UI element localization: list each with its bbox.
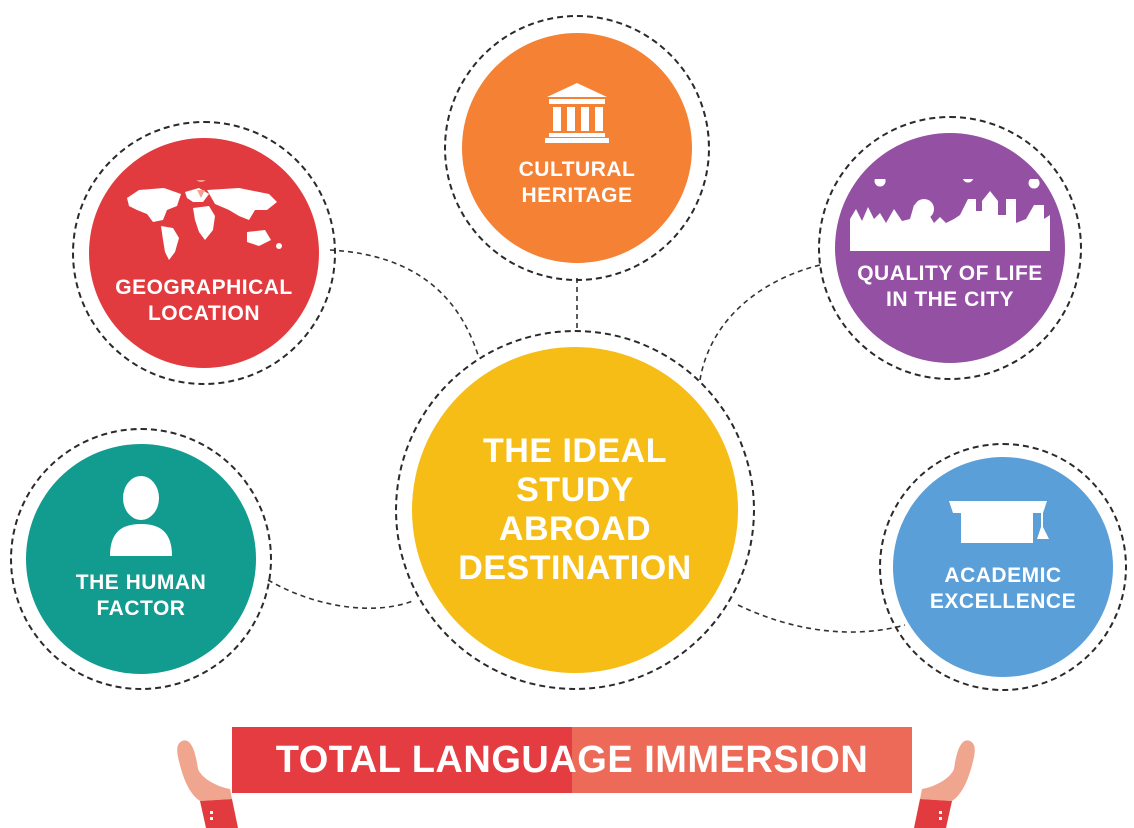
node-geographical-location: GEOGRAPHICAL LOCATION <box>89 138 319 368</box>
connector-human <box>267 579 416 609</box>
node-center: THE IDEAL STUDY ABROAD DESTINATION <box>412 347 738 673</box>
world-map-icon <box>119 180 289 265</box>
right-hand-skin <box>920 740 975 801</box>
city-skyline-icon <box>850 179 1050 251</box>
geographical-label: GEOGRAPHICAL LOCATION <box>115 276 293 326</box>
banner-text: TOTAL LANGUAGE IMMERSION <box>275 738 869 781</box>
person-icon <box>106 474 176 556</box>
museum-icon <box>545 83 609 143</box>
connector-academic <box>737 604 906 633</box>
node-cultural-heritage: CULTURAL HERITAGE <box>462 33 692 263</box>
left-hand-sleeve <box>200 799 238 828</box>
academic-label: ACADEMIC EXCELLENCE <box>929 564 1077 614</box>
node-quality-of-life: QUALITY OF LIFE IN THE CITY <box>835 133 1065 363</box>
left-hand-icon <box>177 740 238 828</box>
cultural-label: CULTURAL HERITAGE <box>518 158 636 208</box>
right-hand-sleeve <box>914 799 952 828</box>
quality-label: QUALITY OF LIFE IN THE CITY <box>857 262 1043 312</box>
graduation-cap-icon <box>943 491 1063 547</box>
node-academic-excellence: ACADEMIC EXCELLENCE <box>893 457 1113 677</box>
node-human-factor: THE HUMAN FACTOR <box>26 444 256 674</box>
left-hand-skin <box>177 740 232 801</box>
banner-right-panel <box>572 727 912 793</box>
human-label: THE HUMAN FACTOR <box>75 571 207 621</box>
connector-quality <box>699 264 821 381</box>
banner: TOTAL LANGUAGE IMMERSION <box>232 727 912 793</box>
connector-geographical <box>329 249 479 356</box>
right-hand-icon <box>914 740 975 828</box>
center-label: THE IDEAL STUDY ABROAD DESTINATION <box>458 431 692 588</box>
banner-left-panel <box>232 727 572 793</box>
